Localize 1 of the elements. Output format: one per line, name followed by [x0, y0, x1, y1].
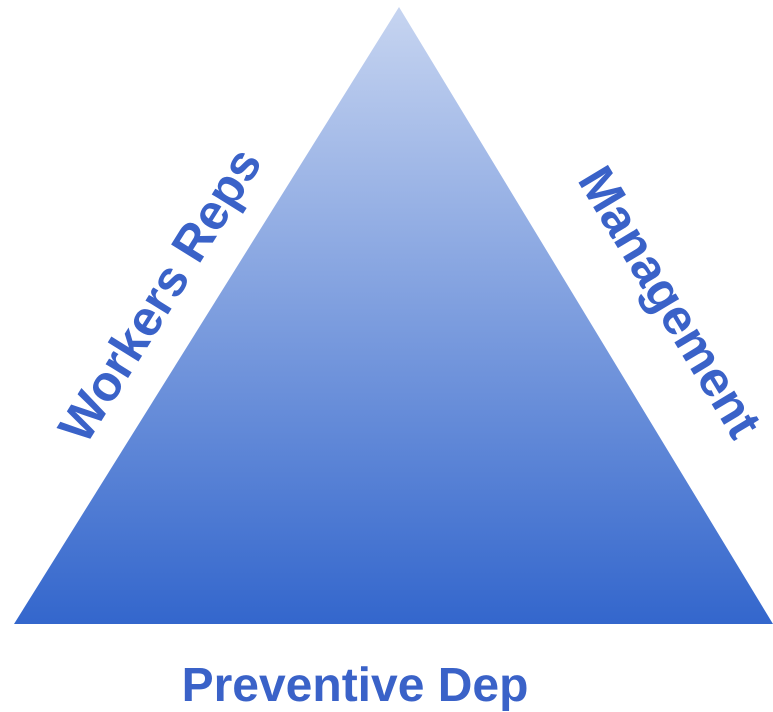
base-label: Preventive Dep — [182, 662, 528, 710]
